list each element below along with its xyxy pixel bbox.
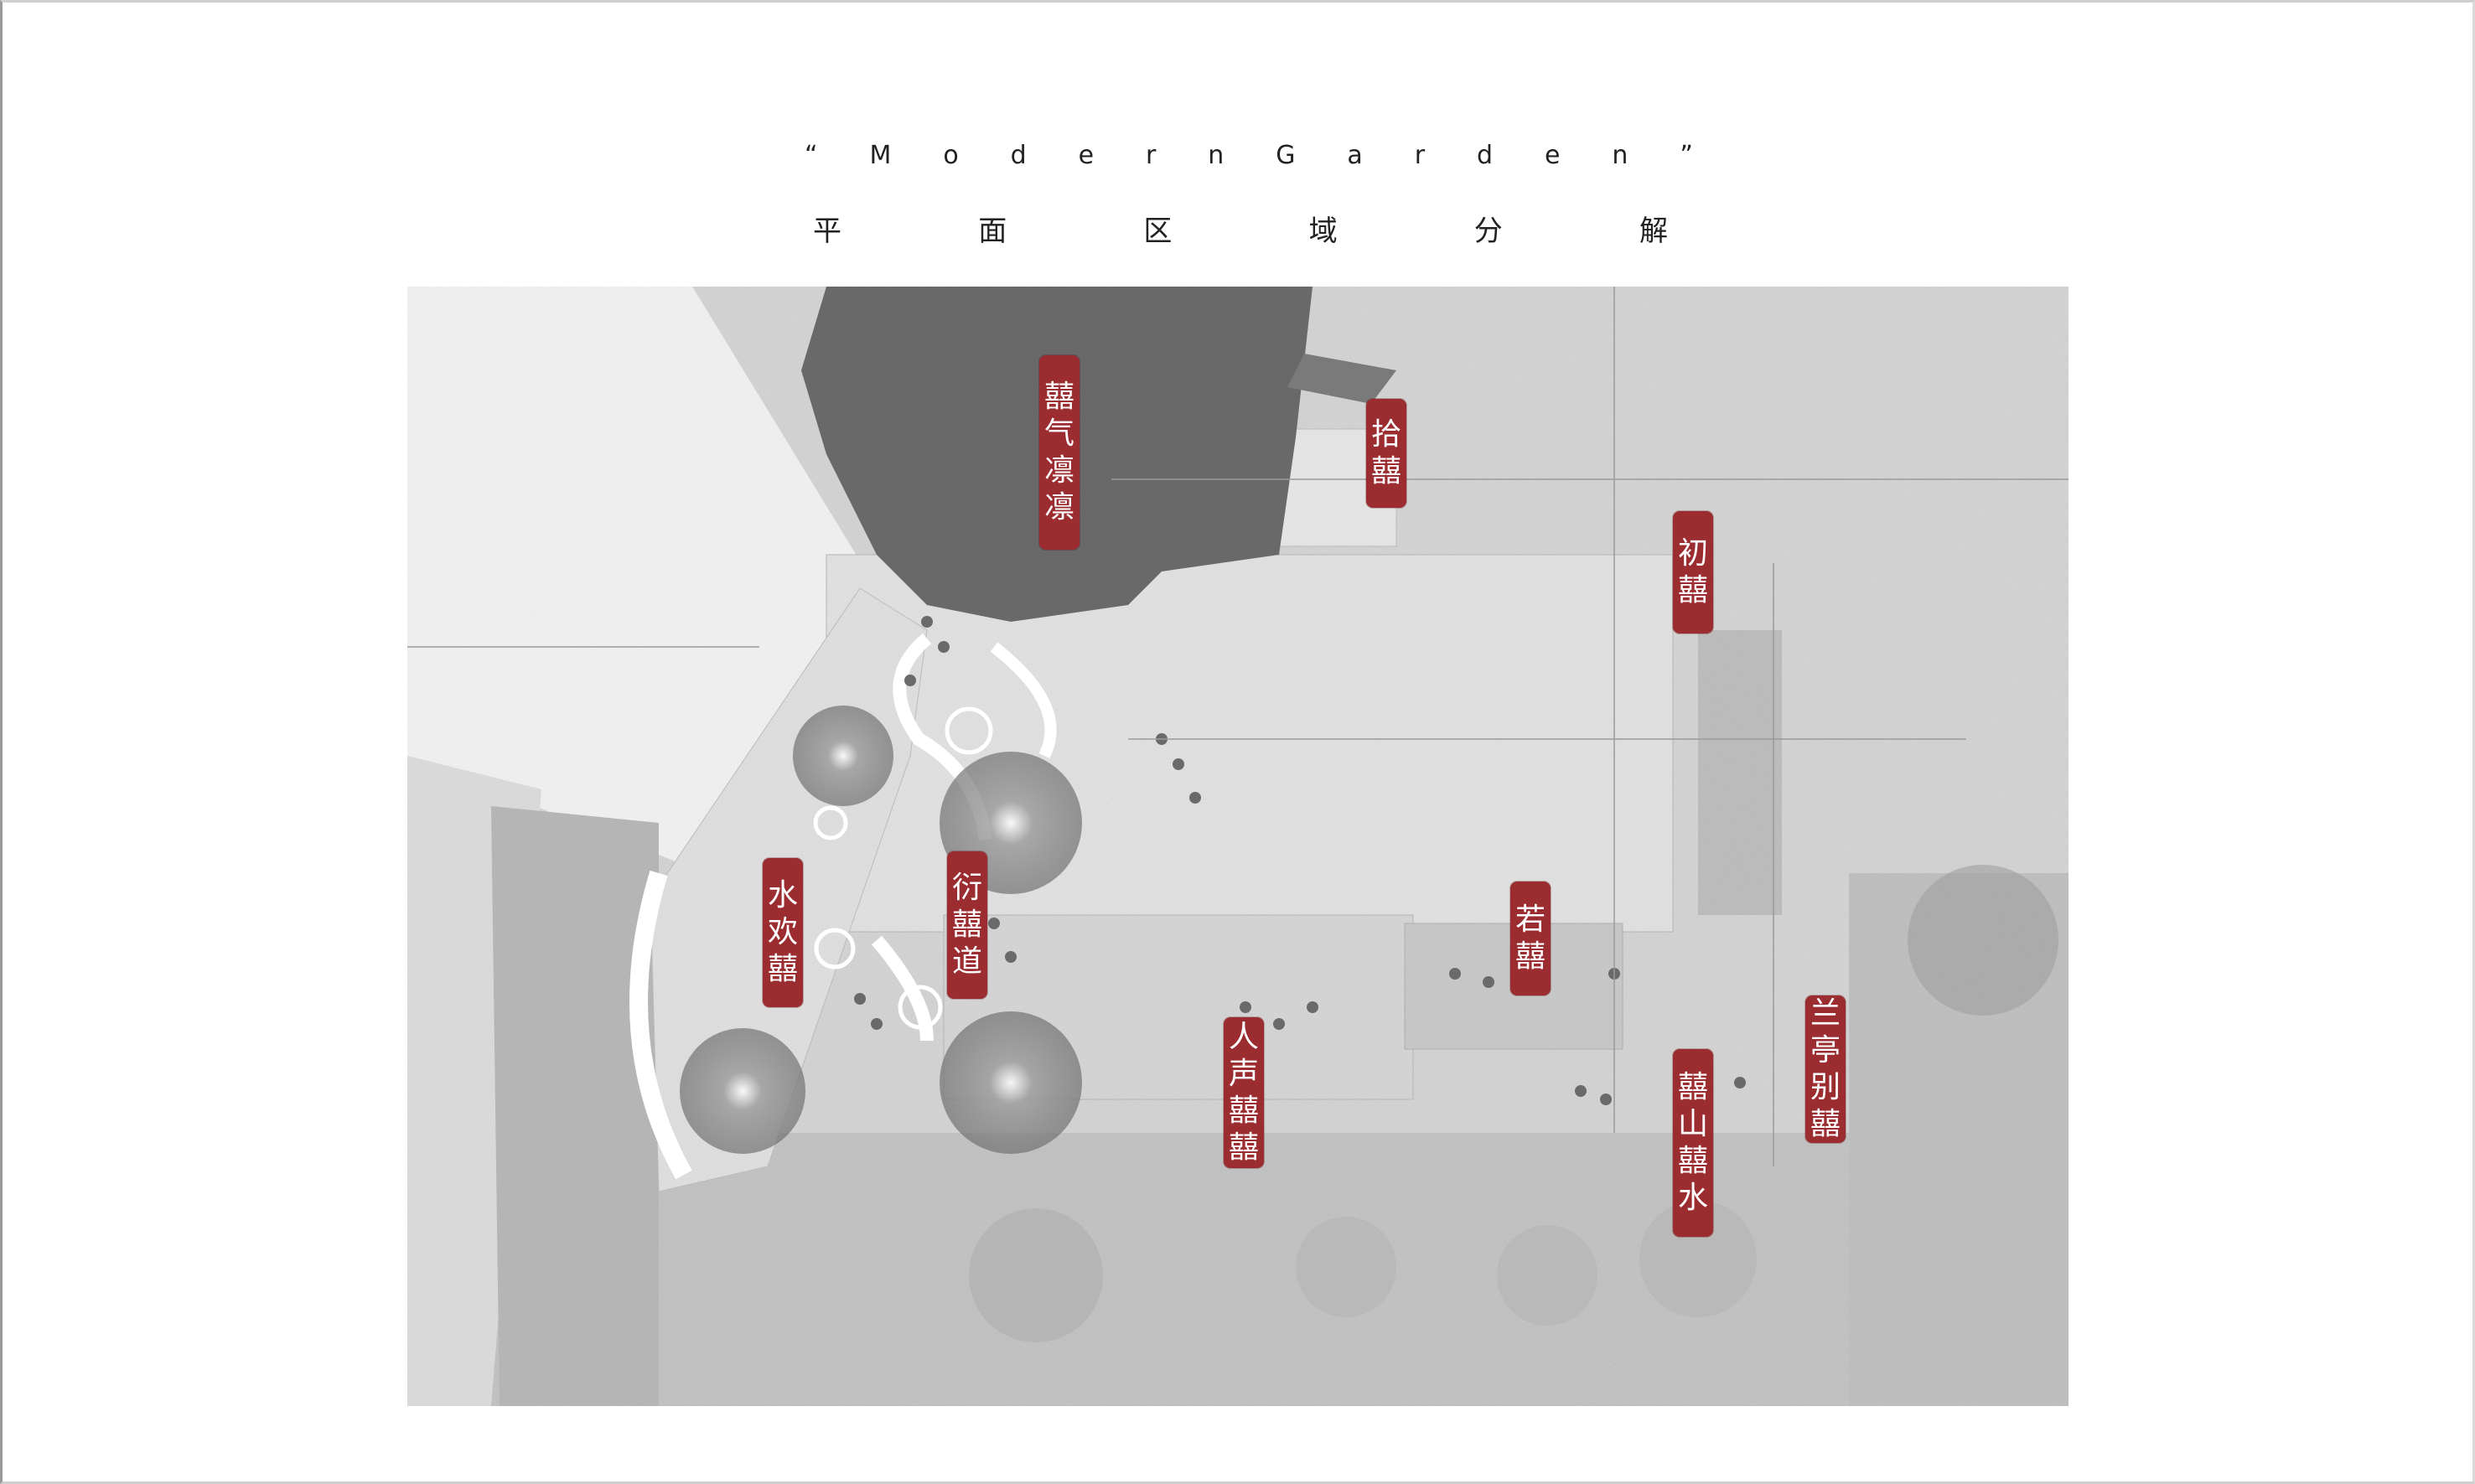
title-char: 解 (1639, 215, 1668, 248)
zone-label-char: 人 (1228, 1020, 1259, 1054)
zone-label-char: 凛 (1043, 490, 1074, 525)
title-char: e (1078, 141, 1095, 170)
zone-label-char: 囍 (951, 907, 982, 942)
title-char: 平 (813, 215, 841, 248)
title-char: n (1208, 141, 1225, 170)
planter (813, 805, 848, 840)
zone-label-char: 凛 (1043, 453, 1074, 488)
tree (969, 1208, 1103, 1342)
site-lines (407, 287, 2069, 1166)
zone-label-char: 囍 (767, 952, 798, 986)
zone-label: 初囍 (1673, 511, 1713, 633)
title-chinese: 平 面 区 域 分 解 (813, 208, 1668, 249)
zone-label-char: 别 (1810, 1070, 1841, 1104)
left-lawn (491, 806, 659, 1406)
planter (898, 985, 943, 1030)
zone-label: 人声囍囍 (1224, 1017, 1264, 1168)
tree (680, 1028, 805, 1154)
zone-label-char: 囍 (1228, 1130, 1259, 1165)
zone-label-char: 山 (1677, 1107, 1708, 1141)
title-char: d (1010, 141, 1027, 170)
title-char: 域 (1308, 215, 1338, 248)
zone-label-char: 囍 (1043, 380, 1074, 414)
title-char: 面 (978, 215, 1007, 248)
zone-label: 衍囍道 (947, 851, 987, 999)
zone-label: 若囍 (1510, 882, 1551, 995)
title-char: n (1612, 141, 1628, 170)
site-plan (407, 287, 2069, 1406)
title-char: d (1477, 141, 1494, 170)
title-char: e (1545, 141, 1561, 170)
zone-label-char: 兰 (1810, 996, 1841, 1031)
tree (1497, 1225, 1597, 1326)
tree (1296, 1217, 1396, 1317)
zone-label-char: 声 (1228, 1057, 1259, 1091)
zone-label-char: 拾 (1370, 417, 1401, 452)
planter (814, 928, 856, 970)
title-char: o (943, 141, 959, 170)
zone-label: 水欢囍 (763, 858, 803, 1007)
tree (1639, 1200, 1757, 1317)
zone-label-char: 囍 (1515, 939, 1546, 974)
title-char: r (1146, 141, 1157, 170)
white-area (407, 287, 877, 865)
zone-label: 囍山囍水 (1673, 1049, 1713, 1237)
title-char: “ (805, 141, 818, 170)
title-char: r (1414, 141, 1426, 170)
zone-label-char: 初 (1677, 536, 1708, 571)
title-char: ” (1680, 141, 1693, 170)
title-char: 区 (1143, 215, 1173, 248)
zone-label-char: 囍 (1228, 1094, 1259, 1128)
title-char: a (1347, 141, 1363, 170)
curved-path (990, 642, 1057, 759)
canopy-shard (1287, 354, 1396, 404)
zone-label-char: 囍 (1810, 1107, 1841, 1141)
zone-label-char: 水 (1677, 1181, 1708, 1215)
tree (940, 1011, 1082, 1154)
title-char: 分 (1473, 215, 1503, 248)
zone-label-char: 若 (1515, 902, 1546, 937)
zone-label-char: 气 (1043, 416, 1074, 451)
zone-label-char: 欢 (767, 915, 798, 949)
zone-label-char: 囍 (1677, 573, 1708, 608)
zone-label-char: 衍 (951, 871, 982, 905)
title-char: G (1276, 141, 1296, 170)
curved-path (871, 935, 934, 1042)
zone-label-char: 水 (767, 878, 798, 913)
title-english: “ M o d e r n G a r d e n ” (805, 141, 1693, 170)
zone-label-char: 囍 (1677, 1144, 1708, 1178)
zone-label-char: 囍 (1677, 1070, 1708, 1104)
building-right (1698, 630, 1782, 915)
zone-label-char: 亭 (1810, 1033, 1841, 1068)
tree (1908, 865, 2058, 1016)
curved-path (629, 870, 692, 1180)
zone-label: 囍气凛凛 (1039, 355, 1080, 550)
zone-label: 拾囍 (1366, 399, 1406, 508)
zone-label: 兰亭别囍 (1805, 995, 1846, 1143)
title-char: M (869, 141, 892, 170)
planter (945, 706, 993, 755)
zone-label-char: 囍 (1370, 454, 1401, 489)
zone-label-char: 道 (951, 944, 982, 979)
tree (793, 706, 893, 806)
